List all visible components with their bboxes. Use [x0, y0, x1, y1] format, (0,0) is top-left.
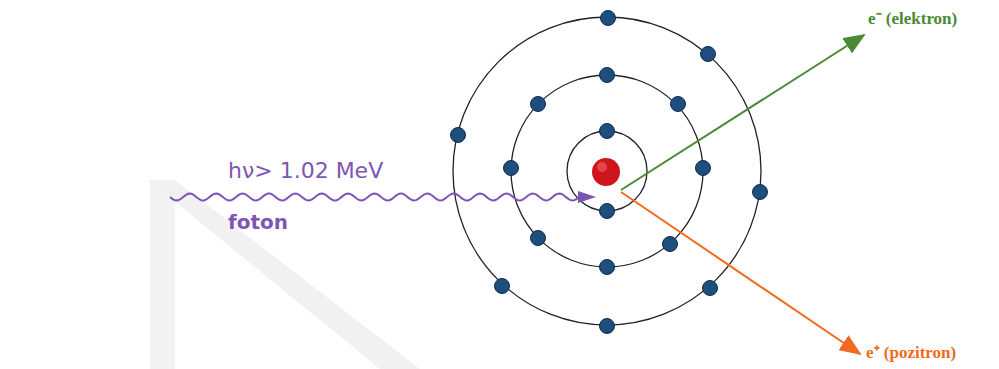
electron-track: [621, 35, 864, 190]
photon-label: foton: [228, 210, 288, 234]
watermark-shape: [150, 180, 175, 369]
electron-label: e⁻ (elektron): [868, 6, 957, 29]
photon-energy-label: hν> 1.02 MeV: [228, 158, 383, 183]
nucleus: [592, 158, 620, 186]
positron-track: [621, 192, 860, 354]
photon-wave: [170, 194, 580, 201]
photon-arrowhead: [578, 191, 596, 203]
nucleus-highlight: [597, 162, 607, 172]
electron-orbits: [453, 17, 761, 325]
electrons: [451, 11, 768, 334]
watermark-shape: [148, 180, 420, 369]
positron-label: e⁺ (pozitron): [866, 340, 956, 363]
